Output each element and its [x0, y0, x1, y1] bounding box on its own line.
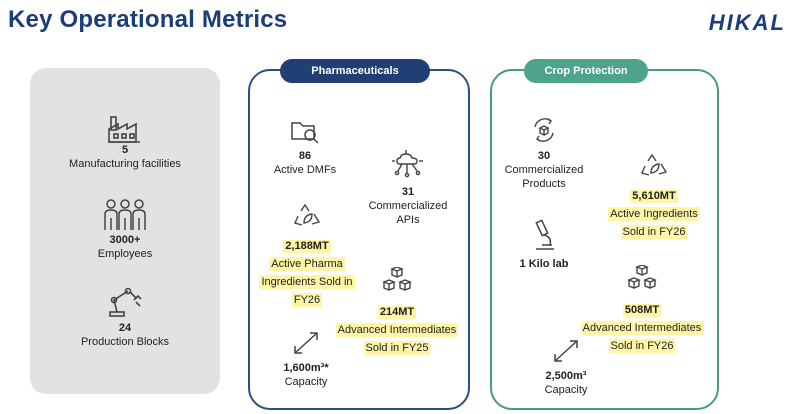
intermediates-line-2: Sold in FY25: [363, 341, 431, 355]
commercialized-products-label-1: Commercialized: [504, 164, 584, 176]
folder-search-icon: [291, 122, 319, 144]
intermediates-line-1: Advanced Intermediates: [335, 323, 459, 337]
active-dmfs-value: 86: [298, 150, 312, 162]
recycle-box-icon: [534, 118, 554, 142]
active-dmfs-label: Active DMFs: [273, 164, 337, 176]
cloud-network-icon: [392, 150, 423, 178]
commercialized-products-value: 30: [537, 150, 551, 162]
active-dmfs-metric: 86 Active DMFs: [268, 117, 342, 177]
robot-arm-icon: [109, 287, 142, 317]
commercialized-apis-value: 31: [401, 186, 415, 198]
crop-intermediates-value: 508MT: [622, 304, 662, 317]
factory-icon: [108, 116, 140, 143]
crop-capacity-label: Capacity: [544, 384, 588, 396]
crop-protection-panel: Crop Protection 30 Commercialized Produc…: [490, 59, 719, 410]
cubes-icon: [382, 266, 412, 292]
production-blocks-metric: 24 Production Blocks: [30, 286, 220, 349]
employees-metric: 3000+ Employees: [30, 198, 220, 261]
crop-intermediates-metric: 508MT Advanced Intermediates Sold in FY2…: [572, 264, 712, 354]
capacity-label: Capacity: [284, 376, 328, 388]
active-ingredients-value: 5,610MT: [630, 190, 678, 203]
active-ingredients-line-1: Active Ingredients: [608, 207, 700, 221]
manufacturing-facilities-label: Manufacturing facilities: [69, 158, 181, 170]
employees-label: Employees: [97, 248, 153, 260]
resize-arrow-icon: [294, 332, 318, 354]
crop-protection-title: Crop Protection: [524, 59, 648, 83]
pharma-ingredients-line-3: FY26: [291, 293, 323, 307]
resize-arrow-icon: [554, 340, 578, 362]
pharma-ingredients-line-1: Active Pharma: [269, 257, 345, 271]
advanced-intermediates-metric: 214MT Advanced Intermediates Sold in FY2…: [328, 266, 466, 356]
crop-capacity-value: 2,500m³: [545, 370, 587, 382]
cubes-icon: [627, 264, 657, 290]
active-ingredients-line-2: Sold in FY26: [620, 225, 688, 239]
people-icon: [104, 199, 146, 230]
microscope-icon: [535, 219, 554, 250]
page-title: Key Operational Metrics: [8, 6, 288, 33]
commercialized-apis-label-2: APIs: [396, 214, 420, 226]
pharmaceuticals-panel: Pharmaceuticals 86 Active DMFs 31 Commer…: [248, 59, 470, 410]
commercialized-apis-metric: 31 Commercialized APIs: [356, 149, 460, 227]
manufacturing-facilities-metric: 5 Manufacturing facilities: [30, 114, 220, 171]
employees-value: 3000+: [109, 234, 141, 246]
company-overview-panel: 5 Manufacturing facilities 3000+ Employe…: [30, 68, 220, 394]
commercialized-products-metric: 30 Commercialized Products: [502, 115, 586, 191]
crop-intermediates-line-2: Sold in FY26: [608, 339, 676, 353]
kilo-lab-metric: 1 Kilo lab: [506, 219, 582, 271]
capacity-value: 1,600m³*: [283, 362, 329, 374]
intermediates-value: 214MT: [377, 306, 417, 319]
active-pharma-ingredients-metric: 2,188MT Active Pharma Ingredients Sold i…: [252, 201, 362, 308]
manufacturing-facilities-value: 5: [121, 144, 129, 156]
recycle-leaf-icon: [641, 153, 668, 176]
pharma-ingredients-line-2: Ingredients Sold in: [259, 275, 355, 289]
crop-capacity-metric: 2,500m³ Capacity: [526, 337, 606, 397]
commercialized-apis-label-1: Commercialized: [368, 200, 448, 212]
commercialized-products-label-2: Products: [522, 178, 566, 190]
production-blocks-label: Production Blocks: [80, 336, 170, 348]
pharmaceuticals-title: Pharmaceuticals: [280, 59, 430, 83]
hikal-logo: HIKAL: [708, 10, 786, 35]
pharma-ingredients-value: 2,188MT: [283, 240, 331, 253]
active-ingredients-metric: 5,610MT Active Ingredients Sold in FY26: [596, 151, 712, 240]
production-blocks-value: 24: [118, 322, 132, 334]
crop-intermediates-line-1: Advanced Intermediates: [580, 321, 704, 335]
capacity-metric: 1,600m³* Capacity: [266, 329, 346, 389]
kilo-lab-label: 1 Kilo lab: [519, 258, 569, 270]
recycle-leaf-icon: [294, 203, 321, 226]
